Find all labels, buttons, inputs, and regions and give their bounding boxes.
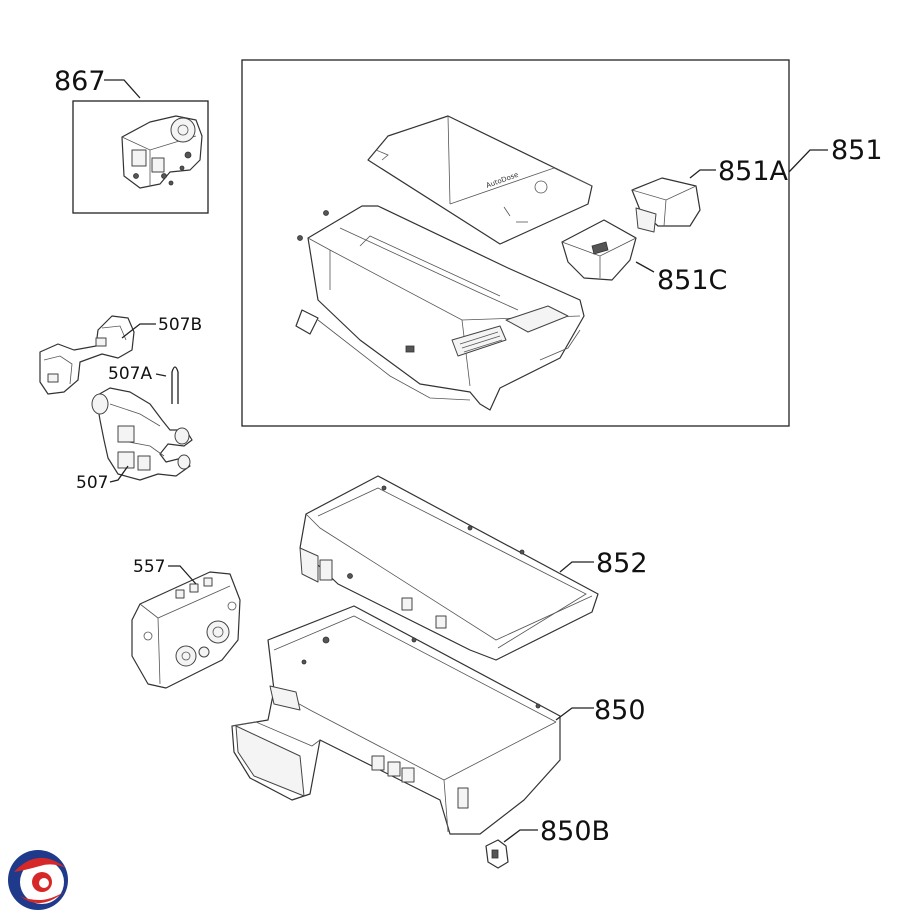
callout-507A: 507A bbox=[108, 364, 152, 384]
callout-852: 852 bbox=[596, 548, 648, 579]
part-867-actuator bbox=[121, 115, 203, 189]
callout-507B: 507B bbox=[158, 315, 202, 335]
callout-507: 507 bbox=[76, 473, 108, 493]
callout-867: 867 bbox=[54, 66, 106, 97]
part-851A-cup bbox=[631, 177, 701, 233]
part-507A-clip bbox=[171, 366, 179, 404]
callout-850B: 850B bbox=[540, 816, 610, 847]
part-851-dispenser-lid bbox=[367, 115, 593, 245]
callout-557: 557 bbox=[133, 557, 165, 577]
brand-logo bbox=[8, 850, 68, 910]
part-850B-clip bbox=[485, 839, 509, 869]
part-850-housing bbox=[231, 605, 561, 835]
part-507B-cover bbox=[39, 315, 135, 395]
box-851 bbox=[241, 59, 790, 427]
part-851C-cup bbox=[561, 219, 637, 281]
callout-851A: 851A bbox=[718, 156, 789, 187]
callout-851: 851 bbox=[831, 135, 883, 166]
part-507-inlet-valve bbox=[91, 387, 193, 481]
leader-lines bbox=[104, 79, 828, 843]
callout-850: 850 bbox=[594, 695, 646, 726]
part-852-top-cover bbox=[299, 475, 599, 661]
part-851-dispenser-drawer bbox=[295, 205, 585, 411]
box-867 bbox=[72, 100, 209, 214]
callout-851C: 851C bbox=[657, 265, 727, 296]
part-557-control-module bbox=[131, 571, 241, 689]
